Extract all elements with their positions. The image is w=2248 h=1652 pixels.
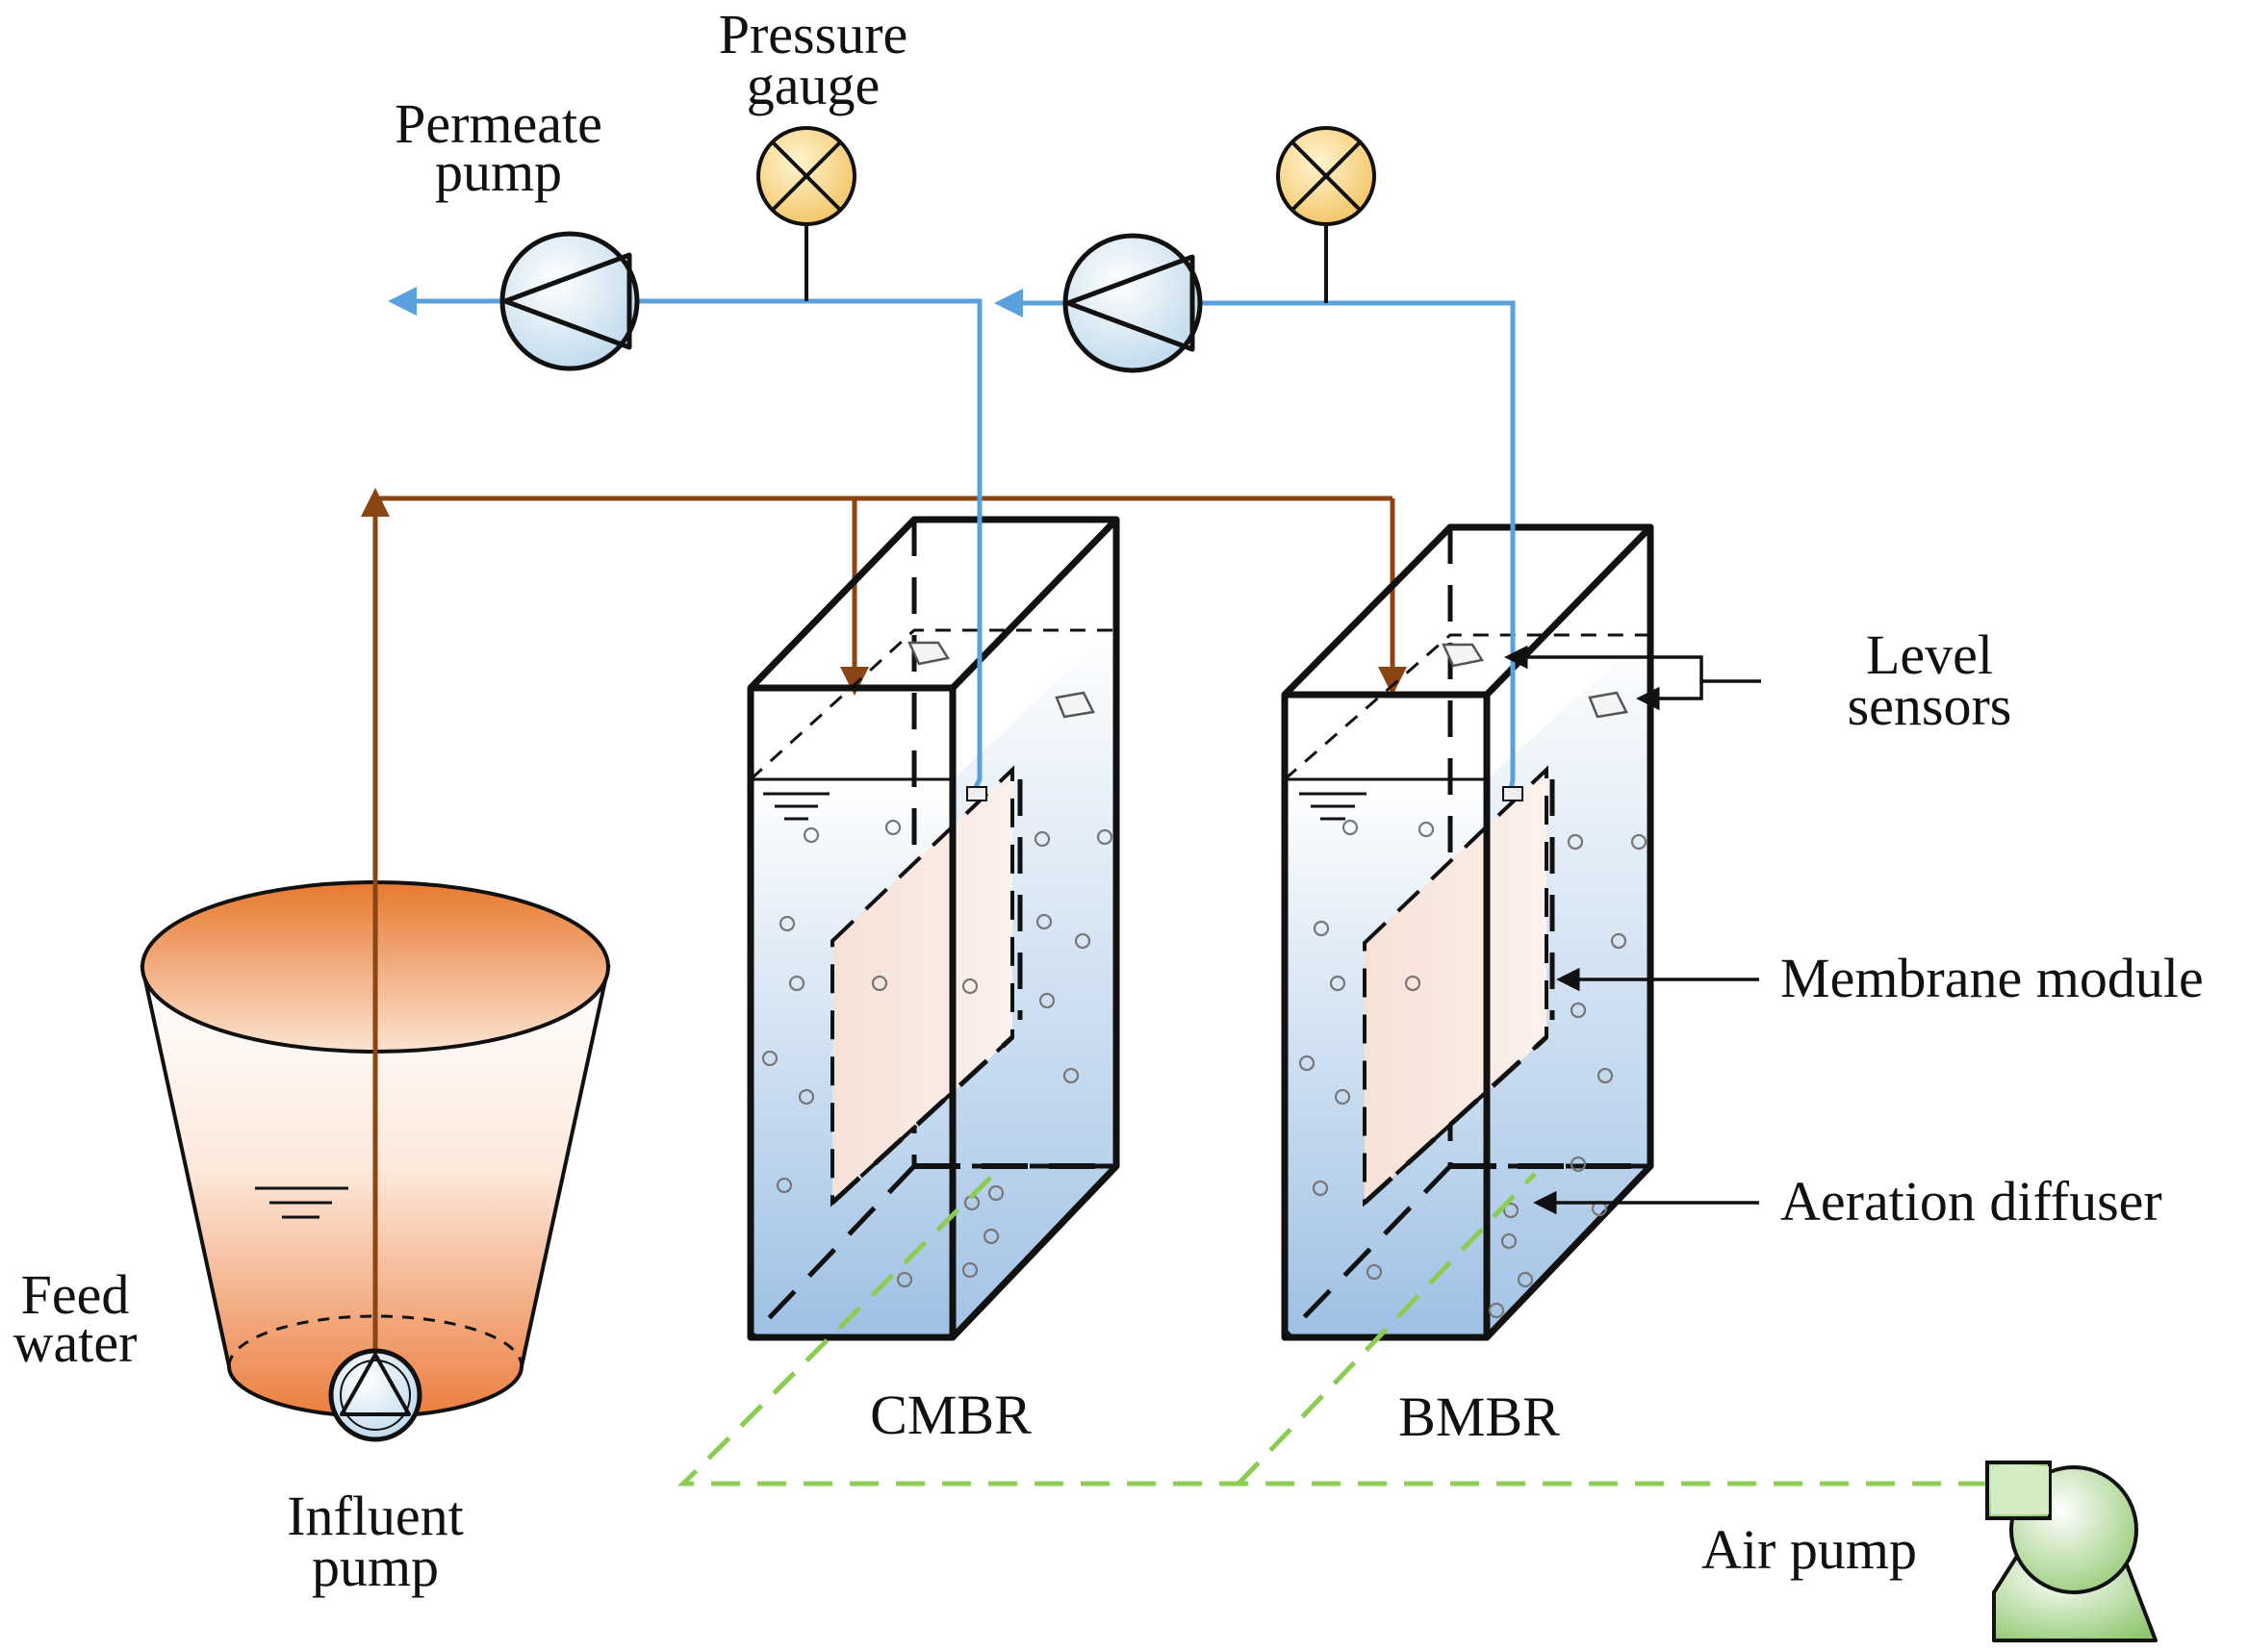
cmbr-water-level-icon — [763, 792, 830, 821]
pressure-gauge-label-line1: Pressure — [719, 3, 908, 65]
membrane-module-label: Membrane module — [1780, 947, 2204, 1009]
pressure-gauge-right-icon — [1276, 126, 1376, 226]
pressure-gauge-left-icon — [756, 126, 856, 226]
level-sensors-label-line2: sensors — [1848, 674, 2012, 737]
permeate-line-left — [388, 221, 987, 801]
cmbr-tank — [747, 516, 1120, 1341]
bmbr-level-sensor-icon — [1442, 643, 1628, 719]
influent-pump-icon — [328, 1348, 422, 1442]
pressure-gauge-label-line2: gauge — [747, 54, 881, 116]
permeate-pump-left-icon — [499, 231, 640, 371]
permeate-line-right — [994, 221, 1523, 801]
feed-water-level-icon — [255, 1186, 348, 1219]
bmbr-tank — [1281, 523, 1654, 1341]
cmbr-label: CMBR — [870, 1384, 1032, 1446]
cmbr-level-sensor-icon — [907, 641, 1095, 719]
level-sensors-label-line1: Level — [1866, 623, 1993, 686]
bmbr-bubbles — [1298, 819, 1648, 1319]
permeate-pump-label-line1: Permeate — [395, 92, 602, 155]
level-sensors-callout — [1504, 645, 1761, 711]
permeate-pump-right-icon — [1062, 233, 1203, 373]
bmbr-water-level-icon — [1299, 792, 1367, 821]
feed-water-label-line1: Feed — [21, 1263, 130, 1326]
aeration-diffuser-label: Aeration diffuser — [1780, 1170, 2162, 1233]
permeate-pump-label-line2: pump — [435, 140, 562, 203]
air-line — [677, 1170, 1987, 1487]
air-pump-icon — [1985, 1461, 2158, 1642]
influent-pump-label-line1: Influent — [287, 1485, 464, 1547]
air-pump-label: Air pump — [1701, 1518, 1917, 1581]
bmbr-label: BMBR — [1398, 1385, 1560, 1448]
feed-water-label-line2: water — [13, 1311, 138, 1374]
influent-pump-label-line2: pump — [312, 1536, 439, 1598]
cmbr-bubbles — [761, 819, 1113, 1288]
